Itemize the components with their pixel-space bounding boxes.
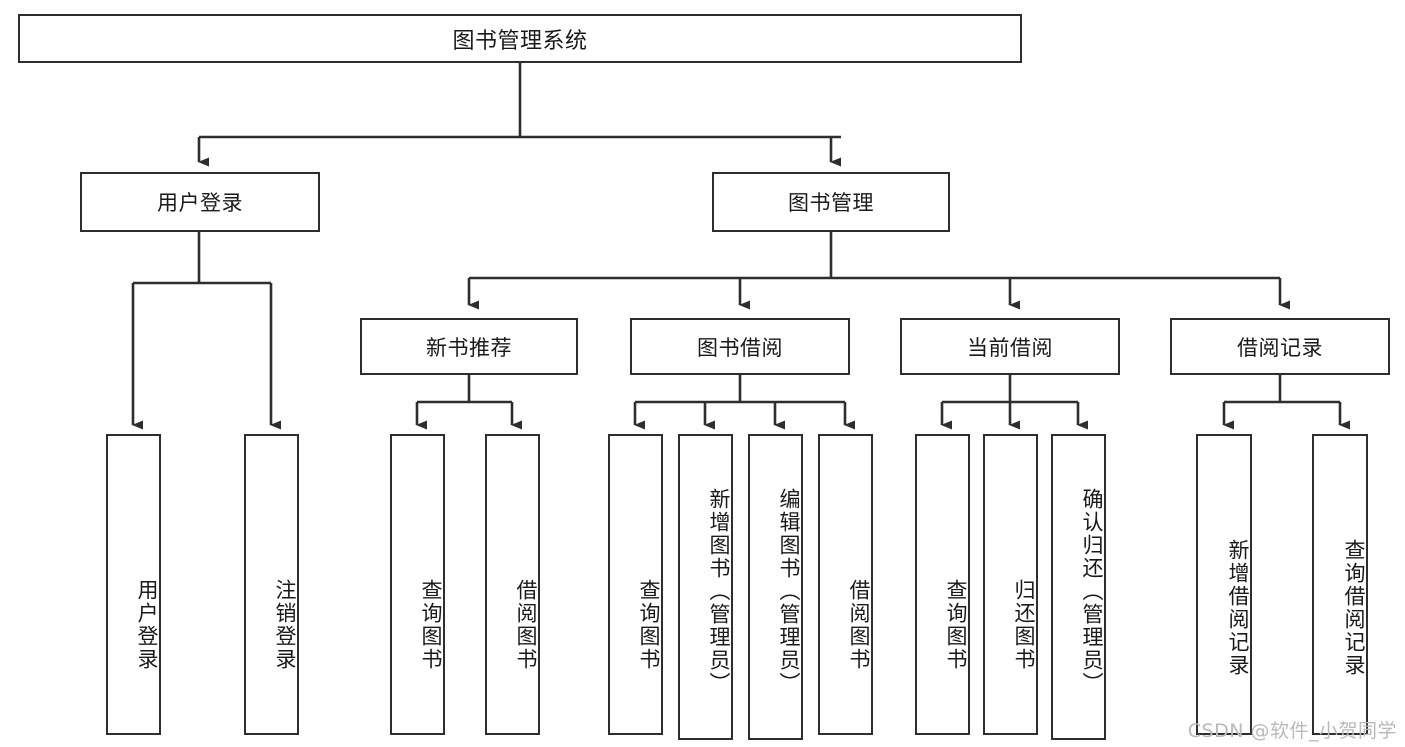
leaf-query-book-new-label: 查询图书: [419, 578, 443, 671]
node-book-borrow[interactable]: 图书借阅: [630, 318, 850, 375]
leaf-query-book-borrow-label: 查询图书: [637, 578, 661, 671]
node-borrow-records-label: 借阅记录: [1237, 335, 1323, 360]
leaf-query-borrow-record-label: 查询借阅记录: [1342, 538, 1366, 677]
node-user-login[interactable]: 用户登录: [80, 172, 320, 232]
leaf-add-book-admin-label: 新增图书（管理员）: [707, 487, 731, 695]
leaf-return-book-label: 归还图书: [1012, 578, 1036, 671]
leaf-add-book-admin[interactable]: 新增图书（管理员）: [678, 434, 733, 740]
leaf-confirm-return-admin-label: 确认归还（管理员）: [1080, 487, 1104, 695]
node-root-label: 图书管理系统: [452, 28, 588, 54]
node-new-book-recommend-label: 新书推荐: [426, 335, 512, 360]
leaf-return-book[interactable]: 归还图书: [983, 434, 1038, 735]
node-new-book-recommend[interactable]: 新书推荐: [360, 318, 578, 375]
node-user-login-label: 用户登录: [157, 191, 243, 215]
leaf-edit-book-admin-label: 编辑图书（管理员）: [777, 487, 801, 695]
leaf-confirm-return-admin[interactable]: 确认归还（管理员）: [1051, 434, 1106, 740]
node-book-management[interactable]: 图书管理: [712, 172, 950, 232]
leaf-query-book-current-label: 查询图书: [944, 578, 968, 671]
leaf-borrow-book-new[interactable]: 借阅图书: [485, 434, 540, 735]
leaf-user-login[interactable]: 用户登录: [106, 434, 161, 735]
leaf-logout[interactable]: 注销登录: [244, 434, 299, 735]
node-book-borrow-label: 图书借阅: [697, 335, 783, 360]
watermark-text: CSDN @软件_小贺同学: [1187, 720, 1397, 742]
leaf-edit-book-admin[interactable]: 编辑图书（管理员）: [748, 434, 803, 740]
node-borrow-records[interactable]: 借阅记录: [1170, 318, 1390, 375]
leaf-add-borrow-record-label: 新增借阅记录: [1226, 538, 1250, 677]
node-current-borrow[interactable]: 当前借阅: [900, 318, 1120, 375]
leaf-user-login-label: 用户登录: [135, 578, 159, 671]
node-root[interactable]: 图书管理系统: [18, 14, 1022, 63]
leaf-add-borrow-record[interactable]: 新增借阅记录: [1196, 434, 1252, 735]
leaf-query-book-current[interactable]: 查询图书: [915, 434, 970, 735]
leaf-borrow-book-new-label: 借阅图书: [514, 578, 538, 671]
node-book-management-label: 图书管理: [788, 191, 874, 215]
leaf-logout-label: 注销登录: [273, 578, 297, 671]
leaf-borrow-book[interactable]: 借阅图书: [818, 434, 873, 735]
leaf-borrow-book-label: 借阅图书: [847, 578, 871, 671]
leaf-query-borrow-record[interactable]: 查询借阅记录: [1312, 434, 1368, 735]
node-current-borrow-label: 当前借阅: [967, 335, 1053, 360]
leaf-query-book-borrow[interactable]: 查询图书: [608, 434, 663, 735]
leaf-query-book-new[interactable]: 查询图书: [390, 434, 445, 735]
